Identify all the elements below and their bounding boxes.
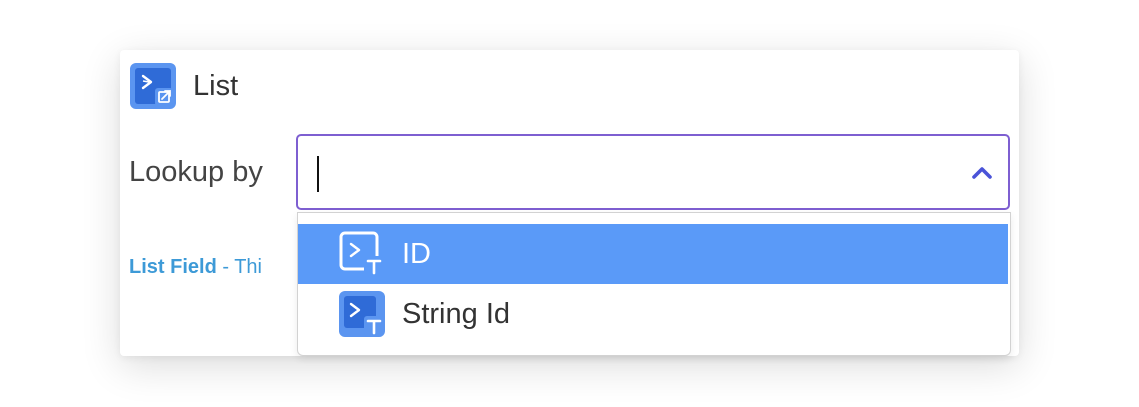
card-header: List — [129, 62, 238, 110]
lookup-dropdown-menu: ID String Id — [297, 212, 1011, 356]
lookup-by-label: Lookup by — [129, 156, 263, 188]
list-entity-icon — [130, 63, 176, 109]
entity-title: List — [193, 69, 239, 102]
chevron-up-icon[interactable] — [969, 160, 995, 186]
text-cursor — [317, 156, 319, 192]
hint-text: - Thi — [216, 256, 262, 278]
dropdown-option-id[interactable]: ID — [298, 224, 1008, 284]
text-field-icon — [339, 291, 385, 337]
hint-field-name: List Field — [129, 256, 217, 278]
option-label: String Id — [402, 297, 510, 330]
dropdown-option-string-id[interactable]: String Id — [298, 284, 1008, 344]
lookup-select[interactable] — [296, 134, 1010, 210]
option-label: ID — [402, 237, 431, 270]
field-hint: List Field - Thi — [129, 256, 262, 279]
text-field-icon — [339, 231, 384, 276]
